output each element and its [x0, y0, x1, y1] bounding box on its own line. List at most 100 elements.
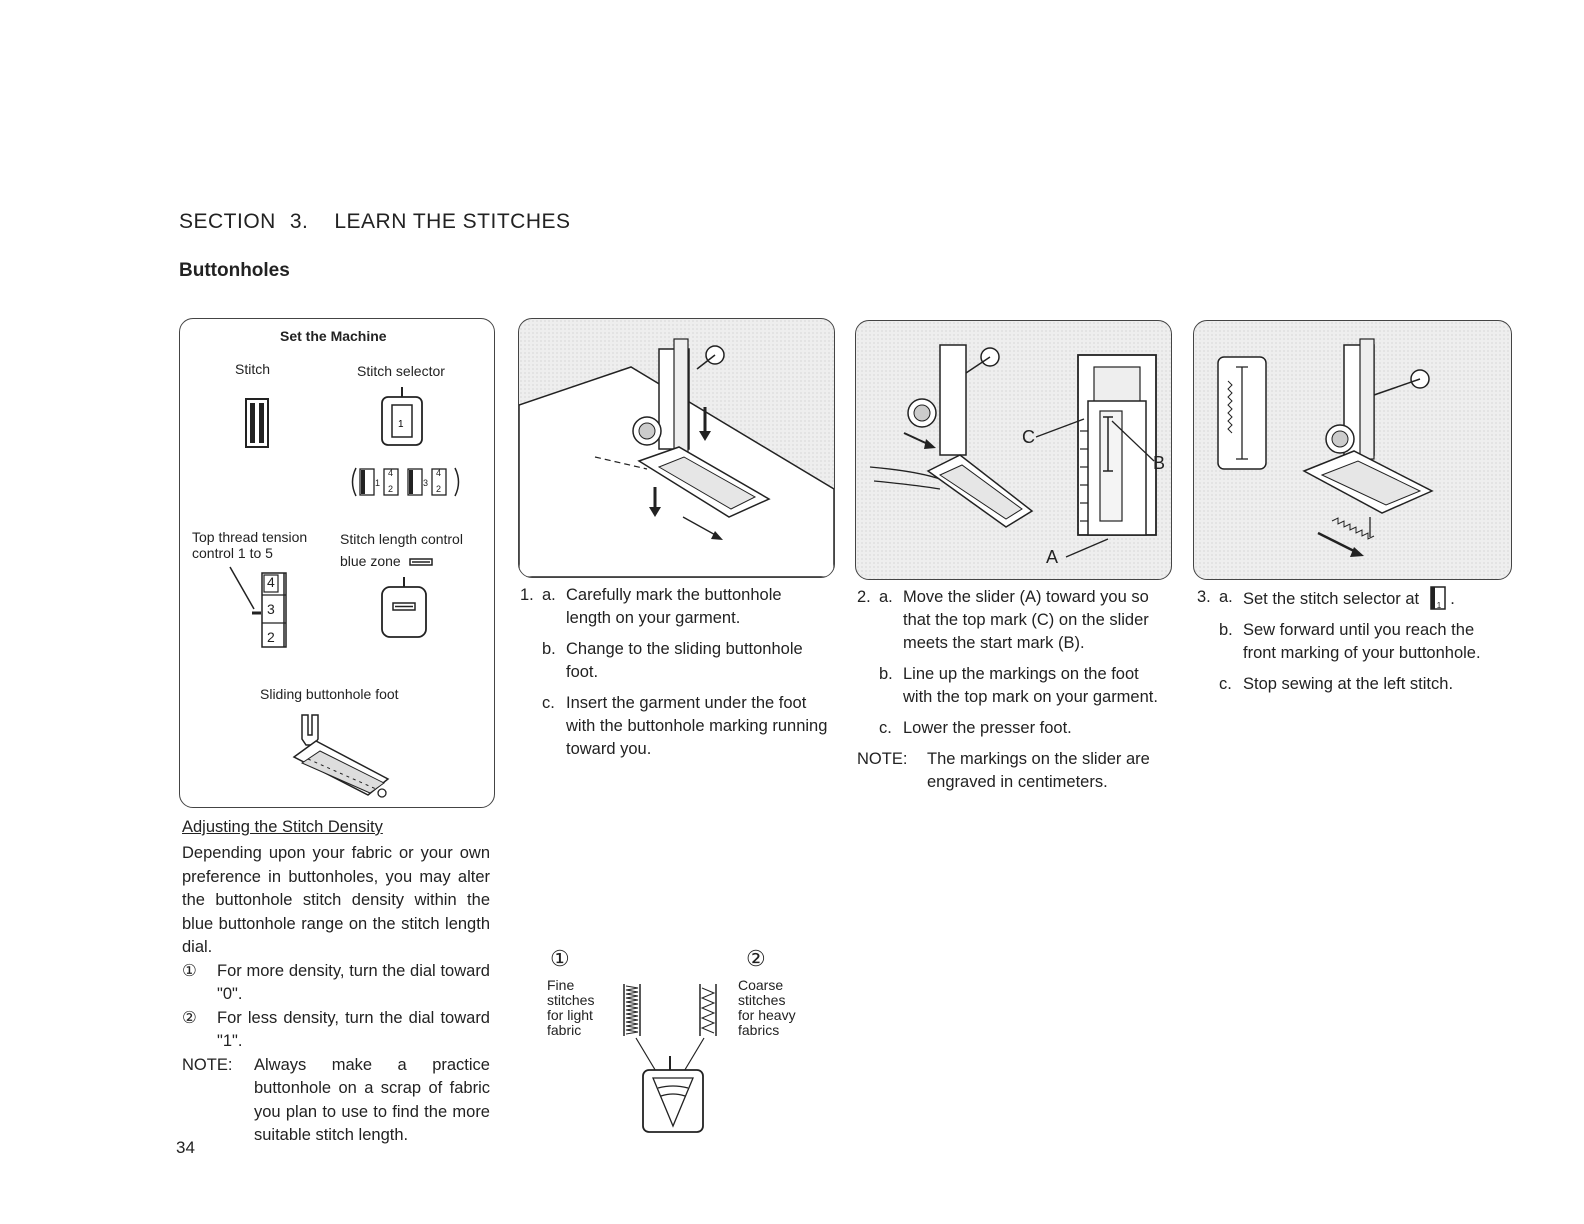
tension-value-4: 4: [267, 574, 275, 590]
tension-value-3: 3: [267, 601, 275, 617]
step2-item-b: b. Line up the markings on the foot with…: [857, 663, 1167, 709]
step2-letter-c: c.: [879, 719, 892, 737]
step1-text-b: Change to the sliding buttonhole foot.: [566, 640, 803, 681]
coarse-line-1: Coarse: [738, 977, 784, 993]
sliding-buttonhole-foot-icon: [292, 714, 390, 798]
density-figure: ① ② Fine stitches for light fabric Coars…: [540, 946, 820, 1136]
fine-line-3: for light: [547, 1007, 593, 1023]
label-a: A: [1046, 547, 1059, 567]
coarse-marker: ②: [746, 946, 766, 971]
density-dial-drawing: [623, 984, 717, 1133]
step3-item-c: c. Stop sewing at the left stitch.: [1197, 673, 1509, 696]
coarse-stitch-sample: [699, 984, 717, 1036]
stitch-label: Stitch: [235, 361, 271, 377]
tension-dial: 4 3 2: [228, 565, 298, 655]
step2-item-a: 2. a. Move the slider (A) toward you so …: [857, 586, 1167, 655]
density-intro: Depending upon your fabric or your own p…: [182, 844, 490, 956]
step3-text-c: Stop sewing at the left stitch.: [1243, 675, 1454, 693]
selector-position-value: 1: [1436, 601, 1442, 610]
section-number: 3.: [289, 210, 309, 233]
step1-presser-foot-drawing: [519, 338, 834, 577]
step3-item-a: 3. a. Set the stitch selector at 1 .: [1197, 586, 1509, 611]
step1-letter-a: a.: [542, 586, 556, 604]
seq-5: 4: [436, 468, 442, 478]
step2-text: 2. a. Move the slider (A) toward you so …: [857, 586, 1167, 802]
step3-letter-a: a.: [1219, 588, 1233, 606]
step1-illustration: [518, 318, 835, 578]
step2-letter-a: a.: [879, 588, 893, 606]
step2-text-c: Lower the presser foot.: [903, 719, 1072, 737]
coarse-line-2: stitches: [738, 992, 786, 1008]
tension-label-1: Top thread tension: [192, 529, 308, 545]
selector-value: 1: [398, 419, 404, 430]
step2-text-a: Move the slider (A) toward you so that t…: [903, 588, 1149, 652]
blue-zone-icon: [408, 558, 433, 567]
coarse-line-4: fabrics: [738, 1022, 780, 1038]
step1-text: 1. a. Carefully mark the buttonhole leng…: [520, 584, 830, 769]
coarse-label: Coarse stitches for heavy fabrics: [738, 978, 796, 1038]
density-heading: Adjusting the Stitch Density: [182, 818, 383, 836]
step1-number: 1.: [520, 586, 534, 604]
step3-number: 3.: [1197, 588, 1211, 606]
coarse-line-3: for heavy: [738, 1007, 796, 1023]
stitch-length-dial-icon: [381, 577, 427, 638]
step1-item-b: b. Change to the sliding buttonhole foot…: [520, 638, 830, 684]
density-note-label: NOTE:: [182, 1055, 233, 1074]
step1-letter-b: b.: [542, 640, 556, 658]
blue-zone-label: blue zone: [340, 553, 433, 569]
density-note-text: Always make a practice buttonhole on a s…: [254, 1055, 490, 1145]
density-item-1: ① For more density, turn the dial toward…: [182, 960, 490, 1007]
stitch-selector-icon: 1: [381, 387, 423, 446]
step2-illustration: C B A: [855, 320, 1172, 580]
foot-label: Sliding buttonhole foot: [260, 686, 399, 702]
density-marker-1: ①: [182, 961, 197, 980]
step2-note-label: NOTE:: [857, 750, 908, 768]
tension-value-2: 2: [267, 629, 275, 645]
fine-label: Fine stitches for light fabric: [547, 978, 594, 1038]
step1-letter-c: c.: [542, 694, 555, 712]
page-number: 34: [176, 1138, 195, 1157]
density-note: NOTE: Always make a practice buttonhole …: [182, 1054, 490, 1148]
stitch-selector-label: Stitch selector: [357, 363, 445, 379]
seq-2: 4: [388, 468, 394, 478]
step3-text: 3. a. Set the stitch selector at 1 . b. …: [1197, 586, 1509, 704]
density-item-2: ② For less density, turn the dial toward…: [182, 1007, 490, 1054]
step2-note-text: The markings on the slider are engraved …: [927, 750, 1150, 791]
step3-text-b: Sew forward until you reach the front ma…: [1243, 621, 1481, 662]
step3-illustration: [1193, 320, 1512, 580]
step1-item-a: 1. a. Carefully mark the buttonhole leng…: [520, 584, 830, 630]
stitch-length-label: Stitch length control: [340, 531, 463, 547]
step1-item-c: c. Insert the garment under the foot wit…: [520, 692, 830, 761]
blue-zone-text: blue zone: [340, 553, 401, 569]
step2-text-b: Line up the markings on the foot with th…: [903, 665, 1158, 706]
selector-position-icon: 1: [1429, 586, 1446, 610]
section-label: SECTION: [179, 210, 276, 233]
label-b: B: [1153, 453, 1166, 473]
step2-slider-drawing: [869, 344, 1157, 558]
step3-letter-c: c.: [1219, 675, 1232, 693]
step3-item-b: b. Sew forward until you reach the front…: [1197, 619, 1509, 665]
step2-note: NOTE: The markings on the slider are eng…: [857, 748, 1167, 794]
fine-line-2: stitches: [547, 992, 595, 1008]
label-c: C: [1022, 427, 1035, 447]
density-section: Depending upon your fabric or your own p…: [182, 842, 490, 1148]
density-text-2: For less density, turn the dial toward "…: [217, 1008, 490, 1051]
fine-stitch-sample: [623, 984, 641, 1036]
step3-text-a: Set the stitch selector at: [1243, 590, 1420, 608]
seq-3: 2: [388, 484, 394, 494]
step3-sewing-drawing: [1217, 338, 1434, 557]
step1-text-a: Carefully mark the buttonhole length on …: [566, 586, 782, 627]
fine-line-4: fabric: [547, 1022, 582, 1038]
density-marker-2: ②: [182, 1008, 197, 1027]
set-machine-panel: Set the Machine Stitch Stitch selector 1…: [179, 318, 495, 808]
seq-4: 3: [423, 478, 429, 488]
step2-number: 2.: [857, 588, 871, 606]
step2-letter-b: b.: [879, 665, 893, 683]
fine-marker: ①: [550, 946, 570, 971]
step1-text-c: Insert the garment under the foot with t…: [566, 694, 828, 758]
tension-label-2: control 1 to 5: [192, 545, 273, 561]
buttonhole-stitch-icon: [245, 398, 269, 448]
density-text-1: For more density, turn the dial toward "…: [217, 961, 490, 1004]
step3-letter-b: b.: [1219, 621, 1233, 639]
